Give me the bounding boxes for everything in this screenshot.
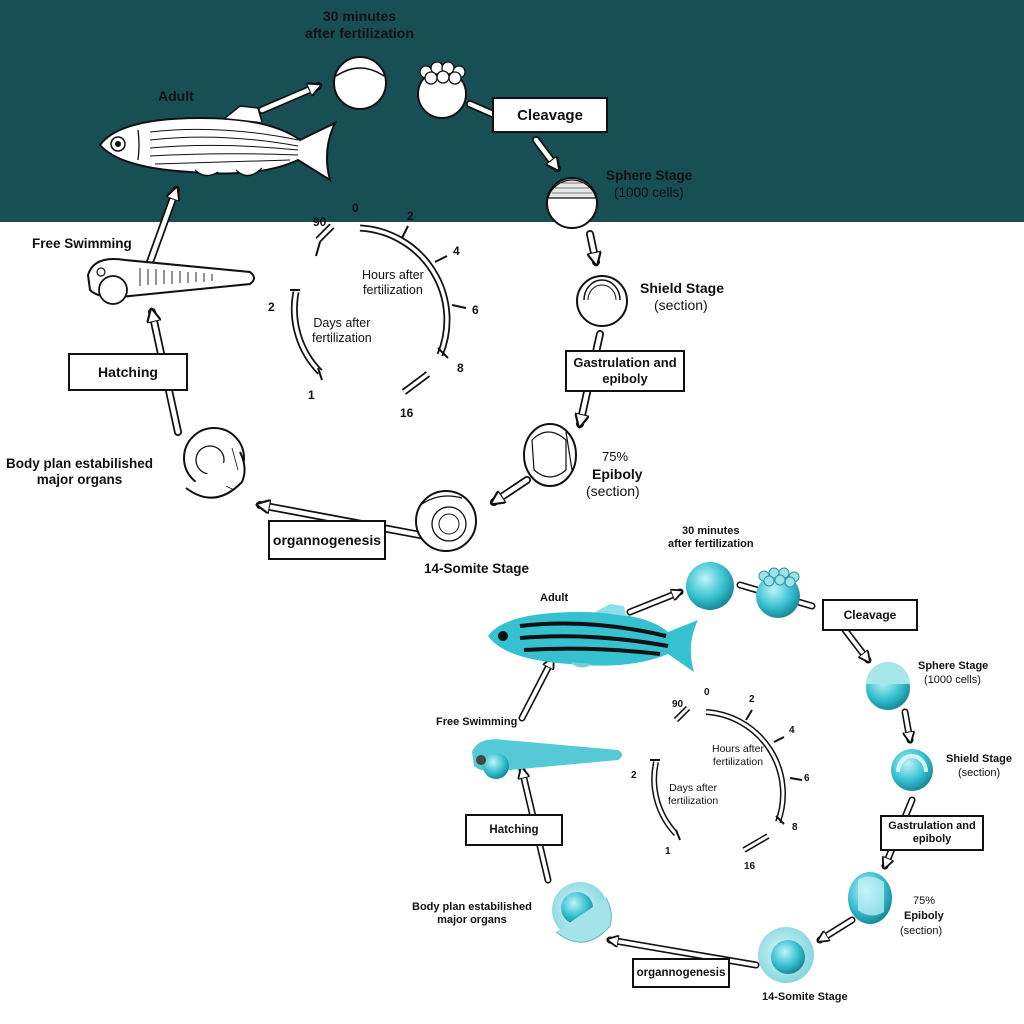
- c-label-free-swimming: Free Swimming: [436, 716, 518, 728]
- tick-h2: 2: [407, 209, 414, 223]
- c-box-hatching: Hatching: [465, 814, 563, 846]
- c-tick-h2: 2: [749, 694, 755, 705]
- tick-h6: 6: [472, 303, 479, 317]
- c-label-adult: Adult: [540, 592, 569, 604]
- color-egg-30min: [686, 562, 734, 610]
- c-tick-h4: 4: [789, 725, 795, 736]
- tick-h4: 4: [453, 244, 460, 258]
- larva: [86, 258, 255, 305]
- label-adult: Adult: [158, 88, 194, 104]
- box-organogenesis: organnogenesis: [268, 520, 386, 560]
- c-tick-h16: 16: [744, 861, 756, 872]
- tick-h8: 8: [457, 361, 464, 375]
- c-tick-h0: 0: [704, 687, 710, 698]
- box-hatching: Hatching: [68, 353, 188, 391]
- color-larva: [472, 739, 622, 779]
- tick-d2: 2: [268, 300, 275, 314]
- c-label-shield-section: (section): [958, 767, 1001, 779]
- somite-embryo: [415, 490, 477, 552]
- color-bodyplan: [552, 882, 612, 943]
- c-label-sphere-cells: (1000 cells): [924, 674, 981, 686]
- c-tick-d90: 90: [672, 699, 684, 710]
- c-tick-d2: 2: [631, 770, 637, 781]
- tick-d1: 1: [308, 388, 315, 402]
- color-cleavage: [756, 567, 800, 618]
- color-shield: [891, 749, 933, 791]
- label-free-swimming: Free Swimming: [32, 236, 132, 251]
- label-shield: Shield Stage: [640, 280, 725, 296]
- label-epiboly: Epiboly: [592, 466, 643, 482]
- c-tick-h8: 8: [792, 822, 798, 833]
- tick-d90: 90: [313, 215, 327, 229]
- bodyplan-embryo: [183, 427, 246, 499]
- c-box-organogenesis: organnogenesis: [632, 958, 730, 988]
- c-label-somite: 14-Somite Stage: [762, 991, 848, 1003]
- color-somite: [758, 927, 814, 983]
- color-sphere: [866, 662, 910, 710]
- sphere-embryo: [546, 177, 598, 229]
- color-epiboly: [848, 872, 892, 924]
- label-shield-section: (section): [654, 297, 708, 313]
- c-tick-d1: 1: [665, 846, 671, 857]
- c-label-epiboly-section: (section): [900, 925, 943, 937]
- shield-embryo: [576, 275, 628, 327]
- c-label-epiboly-pct: 75%: [913, 895, 936, 907]
- egg-30min: [333, 56, 387, 110]
- color-adult-fish: [488, 604, 698, 672]
- box-cleavage: Cleavage: [492, 97, 608, 133]
- c-label-shield: Shield Stage: [946, 753, 1013, 765]
- label-sphere-cells: (1000 cells): [614, 185, 684, 200]
- label-sphere: Sphere Stage: [606, 168, 693, 183]
- label-epiboly-section: (section): [586, 483, 640, 499]
- c-label-sphere: Sphere Stage: [918, 660, 989, 672]
- tick-h0: 0: [352, 201, 359, 215]
- cleavage-embryo: [417, 61, 467, 119]
- adult-fish: [98, 105, 338, 183]
- label-epiboly-pct: 75%: [602, 449, 629, 464]
- c-label-epiboly: Epiboly: [904, 910, 944, 922]
- c-box-cleavage: Cleavage: [822, 599, 918, 631]
- epiboly-embryo: [523, 423, 577, 487]
- c-tick-h6: 6: [804, 773, 810, 784]
- tick-h16: 16: [400, 406, 414, 420]
- label-somite: 14-Somite Stage: [424, 561, 530, 576]
